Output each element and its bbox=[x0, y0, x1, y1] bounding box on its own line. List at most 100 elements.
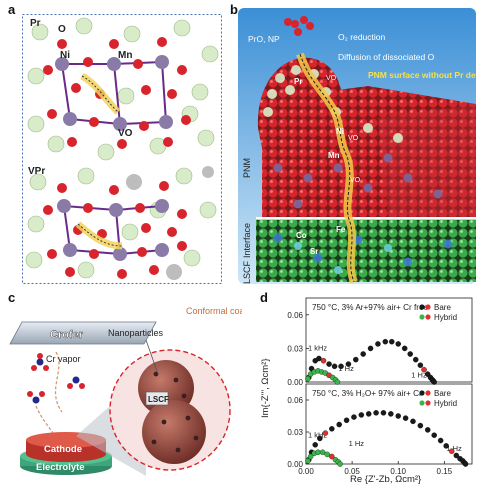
label-pro-np: PrO, NP bbox=[248, 34, 280, 44]
bare-data-point bbox=[421, 366, 427, 373]
bare-data-point bbox=[329, 426, 335, 432]
bare-data-point bbox=[453, 452, 460, 459]
legend-marker-accent bbox=[425, 390, 431, 396]
legend-label-hybrid: Hybrid bbox=[434, 399, 457, 408]
label-pr: Pr bbox=[30, 18, 41, 29]
legend-label-bare: Bare bbox=[434, 389, 451, 398]
annotation-label: 1 Hz bbox=[338, 364, 354, 373]
bare-data-point bbox=[320, 357, 327, 364]
legend-marker-accent bbox=[425, 304, 431, 310]
label-side-lscf: LSCF bbox=[242, 260, 252, 284]
bare-data-point bbox=[358, 412, 365, 418]
label-b-vo-2: VO bbox=[348, 135, 359, 142]
label-b-vo-1: VO bbox=[326, 75, 337, 82]
upper-structure: Pr O Ni Mn VO bbox=[27, 17, 219, 161]
ytick-label: 0.03 bbox=[287, 344, 303, 353]
label-ni: Ni bbox=[60, 50, 70, 61]
bare-data-point bbox=[345, 361, 352, 367]
bare-data-point bbox=[336, 421, 342, 428]
bare-data-point bbox=[388, 411, 394, 417]
legend-marker-accent bbox=[425, 400, 431, 406]
bare-data-point bbox=[443, 443, 449, 449]
annotation-label: 1 kHz bbox=[308, 344, 327, 353]
bare-data-point bbox=[395, 413, 401, 419]
label-pnm-surface: PNM surface without Pr deficiency bbox=[368, 70, 476, 80]
label-nanoparticles: Nanoparticles bbox=[108, 328, 164, 338]
label-o2-reduction: O₂ reduction bbox=[338, 32, 386, 42]
xtick-label: 0.10 bbox=[390, 467, 406, 476]
label-mn: Mn bbox=[118, 50, 132, 61]
bare-data-point bbox=[448, 448, 455, 454]
label-b-sr: Sr bbox=[310, 247, 318, 256]
bare-data-point bbox=[322, 430, 329, 436]
legend-marker-bare bbox=[419, 304, 425, 310]
bare-data-point bbox=[331, 363, 338, 370]
plot-2-frame bbox=[305, 383, 473, 465]
label-b-vo-3: VO bbox=[350, 177, 361, 184]
xtick-label: 0.05 bbox=[344, 467, 360, 476]
label-vo: VO bbox=[118, 128, 133, 139]
annotation-label: 1 Hz bbox=[446, 444, 462, 453]
plot-1-frame bbox=[305, 297, 473, 383]
panel-letter-b: b bbox=[230, 2, 238, 17]
lower-structure: VPr bbox=[25, 166, 217, 280]
label-b-fe: Fe bbox=[336, 225, 346, 234]
xtick-label: 0.00 bbox=[298, 467, 314, 476]
panel-letter-c: c bbox=[8, 290, 16, 305]
bare-data-point bbox=[380, 410, 387, 416]
bare-data-point bbox=[351, 414, 357, 420]
bare-data-point bbox=[317, 435, 323, 442]
o2-molecules bbox=[284, 16, 314, 36]
bare-data-point bbox=[389, 338, 395, 345]
label-b-co: Co bbox=[296, 231, 307, 240]
label-c-lscf: LSCF bbox=[148, 395, 169, 404]
legend-marker-bare bbox=[419, 390, 425, 396]
ytick-label: 0.06 bbox=[287, 396, 303, 405]
label-diffusion: Diffusion of dissociated O bbox=[338, 52, 435, 62]
d-ylabel: Im{-Z''', Ωcm²} bbox=[260, 358, 271, 418]
label-vpr: VPr bbox=[28, 166, 45, 177]
label-cathode: Cathode bbox=[44, 444, 82, 455]
hybrid-data-point bbox=[334, 379, 341, 385]
label-cr-vapor: Cr vapor bbox=[46, 354, 81, 364]
xtick-label: 0.15 bbox=[437, 467, 453, 476]
bare-data-point bbox=[343, 417, 350, 424]
legend-label-hybrid: Hybrid bbox=[434, 313, 457, 322]
bare-data-point bbox=[353, 356, 359, 363]
panel-letter-a: a bbox=[8, 2, 16, 17]
hybrid-data-point bbox=[329, 453, 335, 460]
bare-data-point bbox=[412, 356, 419, 363]
panel-d-nyquist-plots: 750 °C, 3% Ar+97% air+ Cr free0.000.030.… bbox=[260, 297, 473, 484]
ytick-label: 0.00 bbox=[287, 378, 303, 387]
hybrid-data-point bbox=[315, 449, 321, 456]
coated-particle-bottom bbox=[142, 400, 206, 464]
plot-2-title: 750 °C, 3% H₂O+ 97% air+ Cr bbox=[312, 389, 422, 398]
hybrid-data-point bbox=[324, 451, 330, 458]
bare-data-point bbox=[407, 351, 413, 357]
bare-data-point bbox=[326, 361, 332, 367]
hybrid-data-point bbox=[319, 449, 326, 456]
annotation-label: 1 kHz bbox=[308, 430, 327, 439]
label-b-ni: Ni bbox=[336, 127, 344, 136]
bare-data-point bbox=[395, 341, 401, 347]
label-conformal-coating: Conformal coating bbox=[186, 306, 242, 316]
bare-data-point bbox=[417, 422, 424, 429]
label-electrolyte: Electrolyte bbox=[36, 462, 85, 473]
bare-data-point bbox=[431, 432, 437, 438]
bare-data-point bbox=[431, 379, 437, 385]
bare-data-point bbox=[367, 345, 374, 352]
legend-marker-accent bbox=[425, 314, 431, 320]
ytick-label: 0.06 bbox=[287, 311, 303, 320]
bare-data-point bbox=[365, 411, 372, 417]
bare-data-point bbox=[417, 362, 424, 368]
legend-marker-hybrid bbox=[419, 314, 425, 320]
bare-data-point bbox=[312, 442, 318, 448]
legend-marker-hybrid bbox=[419, 400, 425, 406]
panel-b-interface-schematic: PrO, NP O₂ reduction Diffusion of dissoc… bbox=[238, 8, 476, 284]
legend-label-bare: Bare bbox=[434, 303, 451, 312]
hybrid-data-point bbox=[307, 453, 314, 460]
bare-data-point bbox=[402, 415, 409, 421]
cr-vapor-molecules bbox=[27, 353, 85, 404]
hybrid-data-point bbox=[337, 461, 343, 467]
label-b-pr: Pr bbox=[294, 77, 302, 86]
